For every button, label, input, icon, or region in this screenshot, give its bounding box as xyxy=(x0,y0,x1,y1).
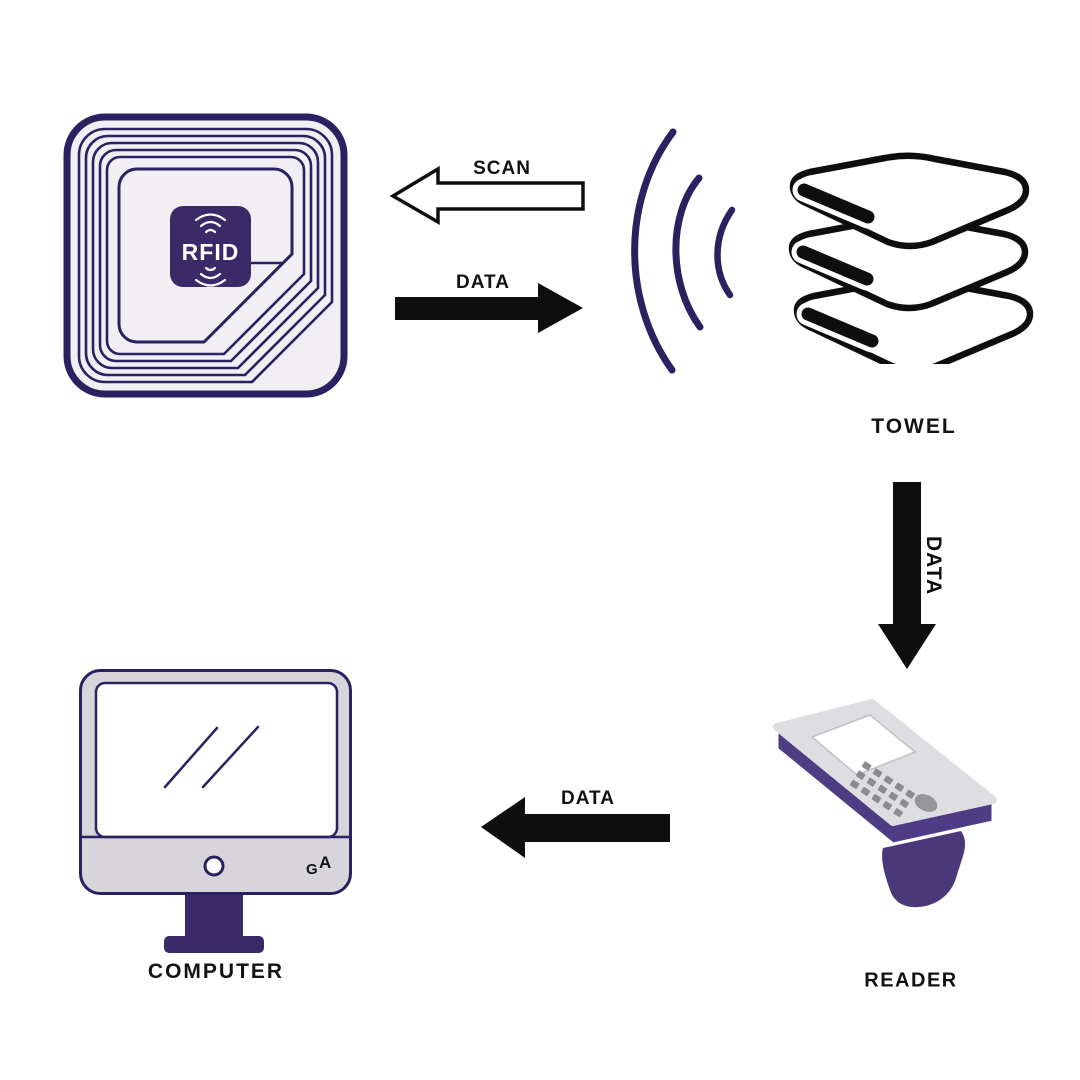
monitor-brand-logo: G A xyxy=(306,853,331,878)
data-arrow-right-icon xyxy=(395,283,583,333)
reader-keypad xyxy=(849,761,915,818)
reader-screen xyxy=(810,714,917,776)
monitor-power-button xyxy=(203,855,225,877)
monitor-stand-neck xyxy=(185,895,243,937)
reader-icon xyxy=(773,699,997,908)
data-arrow-left-icon xyxy=(481,797,670,858)
monitor-stand-base xyxy=(164,936,264,953)
scan-arrow-label: SCAN xyxy=(473,158,531,179)
data-arrow-down-label: DATA xyxy=(922,536,945,595)
rfid-chip-label: RFID xyxy=(182,239,240,265)
data-arrow-left-label: DATA xyxy=(561,788,615,809)
signal-waves-icon xyxy=(631,128,736,374)
tag-antenna-coil xyxy=(77,127,334,384)
rfid-tag-icon: RFID xyxy=(63,113,348,398)
computer-icon: G A xyxy=(79,669,352,953)
chip-signal-icon xyxy=(194,213,227,287)
data-arrow-right-label: DATA xyxy=(456,272,510,293)
rfid-chip xyxy=(170,206,251,287)
svg-text:A: A xyxy=(319,853,331,872)
data-arrow-down-icon: DATA xyxy=(878,482,945,669)
computer-label: COMPUTER xyxy=(147,960,285,983)
svg-text:G: G xyxy=(306,861,318,878)
reader-scan-button xyxy=(914,794,938,812)
scan-arrow-icon xyxy=(390,165,585,226)
towel-icon xyxy=(780,146,1042,364)
towel-label: TOWEL xyxy=(871,415,957,438)
monitor-screen xyxy=(94,681,339,839)
screen-reflection-icon xyxy=(163,725,260,789)
reader-label: READER xyxy=(864,969,958,992)
reader-handle xyxy=(882,831,966,908)
